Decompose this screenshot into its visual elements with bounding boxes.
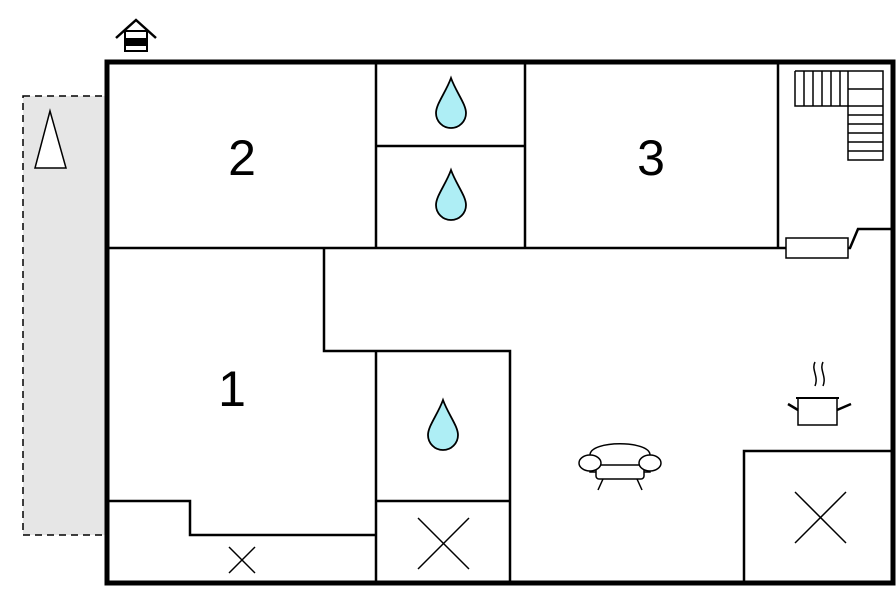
water-drop-icon: [435, 167, 467, 221]
room-label-3: 3: [637, 130, 665, 186]
room-label-1: 1: [218, 361, 246, 417]
room-label-2: 2: [228, 130, 256, 186]
terrace-area: [22, 95, 108, 536]
cross-mark-icon: [794, 491, 847, 544]
cross-mark-icon: [417, 517, 470, 570]
terrace-parasol-icon: [34, 108, 67, 169]
radiator-icon: [785, 237, 849, 259]
inner-walls: [107, 62, 893, 583]
outer-walls: [104, 59, 896, 586]
water-drop-icon: [427, 397, 459, 451]
sofa-icon: [578, 443, 662, 491]
cooking-pot-icon: [787, 361, 852, 426]
water-drop-icon: [435, 75, 467, 129]
staircase-icon: [794, 70, 884, 161]
house-entrance-icon: [115, 18, 157, 52]
cross-mark-icon: [228, 546, 256, 574]
